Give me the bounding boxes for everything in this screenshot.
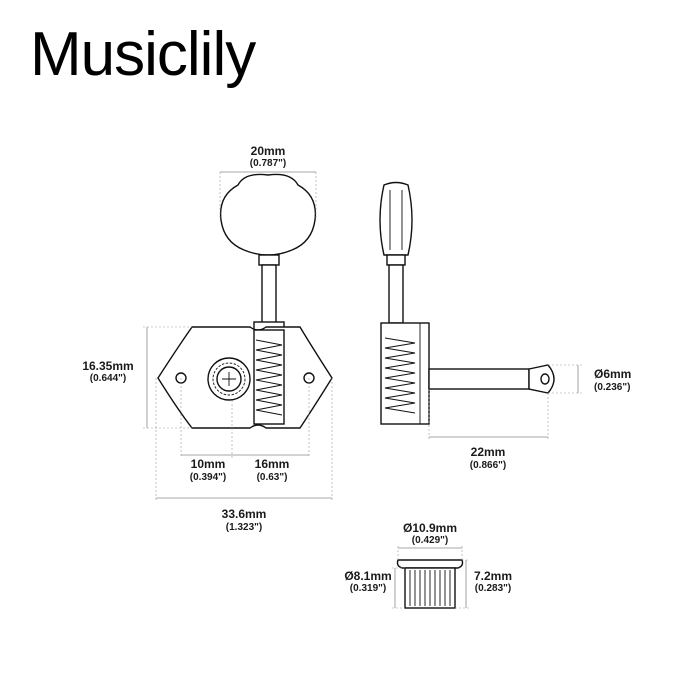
dim-label-inch: (0.644") (90, 373, 126, 384)
dim-bushing-height: 7.2mm (0.283") (455, 559, 512, 609)
dim-label-inch: (0.866") (470, 460, 506, 471)
tuner-button (219, 173, 317, 256)
bushing-knurl (409, 570, 451, 606)
tuner-shaft (261, 264, 277, 324)
dim-roller-length: 22mm (0.866") (428, 389, 549, 471)
spring-coil (255, 339, 283, 416)
string-post (428, 368, 530, 390)
dim-label-mm: 22mm (471, 445, 506, 459)
dim-label-inch: (0.429") (412, 535, 448, 546)
dim-label-inch: (0.63") (257, 472, 288, 483)
side-collar (386, 254, 406, 266)
dim-label-mm: 20mm (251, 144, 286, 158)
side-view (379, 181, 555, 425)
dim-plate-height: 16.35mm (0.644") (82, 326, 192, 429)
dim-label-mm: 16.35mm (82, 359, 133, 373)
side-button-facet (389, 190, 403, 250)
dim-label-mm: 10mm (191, 457, 226, 471)
dim-bushing-inner: Ø8.1mm (0.319") (344, 567, 405, 609)
dim-label-inch: (0.236") (594, 382, 630, 393)
dim-plate-length: 33.6mm (1.323") (155, 378, 333, 533)
dim-label-mm: Ø8.1mm (344, 569, 391, 583)
dim-hole-spacing: 10mm (0.394") 16mm (0.63") (180, 378, 310, 483)
dim-label-mm: Ø10.9mm (403, 521, 457, 535)
phillips-slot-icon (222, 372, 236, 386)
dim-label-inch: (1.323") (226, 522, 262, 533)
dim-label-mm: Ø6mm (594, 367, 631, 381)
dim-bushing-outer: Ø10.9mm (0.429") (397, 521, 463, 560)
bushing-flange (396, 559, 464, 569)
side-button (379, 181, 413, 256)
dim-label-inch: (0.283") (475, 583, 511, 594)
dim-roller-diameter: Ø6mm (0.236") (548, 364, 631, 394)
side-spring-coil (384, 337, 416, 414)
side-shaft (388, 264, 404, 324)
dim-label-mm: 33.6mm (222, 507, 267, 521)
dim-button-width: 20mm (0.787") (219, 144, 317, 218)
dim-label-mm: 7.2mm (474, 569, 512, 583)
button-collar (258, 254, 280, 266)
bushing (396, 559, 464, 609)
string-hole (540, 373, 550, 385)
front-view (157, 173, 333, 429)
dim-label-mm: 16mm (255, 457, 290, 471)
gear-teeth (212, 362, 246, 396)
dim-label-inch: (0.394") (190, 472, 226, 483)
brand-title: Musiclily (30, 20, 256, 89)
dim-label-inch: (0.787") (250, 158, 286, 169)
dim-label-inch: (0.319") (350, 583, 386, 594)
